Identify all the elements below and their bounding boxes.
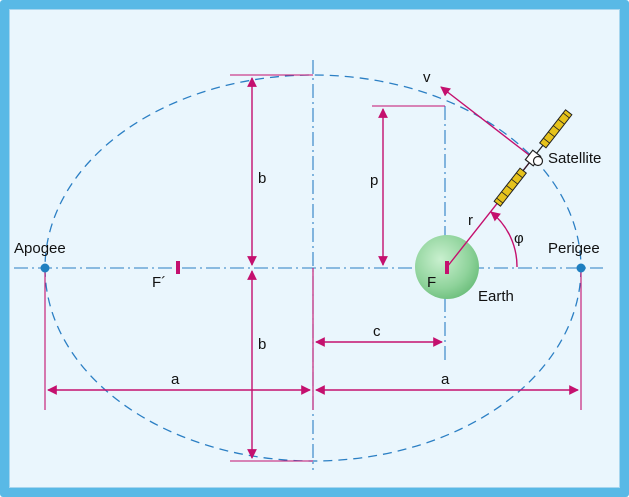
satellite-dish-icon	[532, 155, 544, 167]
apogee-point	[40, 263, 50, 273]
satellite-icon	[493, 109, 573, 207]
radius-label: r	[468, 212, 473, 229]
focus-right-label: F	[427, 274, 436, 291]
perigee-point	[576, 263, 586, 273]
focus-right-marker	[445, 261, 449, 274]
apogee-label: Apogee	[14, 240, 66, 257]
focus-left-marker	[176, 261, 180, 274]
velocity-vector	[440, 86, 534, 159]
semi-minor-top-label: b	[258, 170, 266, 187]
perigee-label: Perigee	[548, 240, 600, 257]
angle-label: φ	[514, 230, 524, 247]
semi-minor-bottom-label: b	[258, 336, 266, 353]
focal-distance-label: c	[373, 323, 381, 340]
focus-left-label: F´	[152, 274, 166, 291]
parameter-label: p	[370, 172, 378, 189]
figure-panel	[9, 9, 620, 488]
satellite-label: Satellite	[548, 150, 601, 167]
semi-major-left-label: a	[171, 371, 180, 388]
angle-arc	[490, 211, 518, 268]
velocity-label: v	[423, 69, 431, 86]
earth-label: Earth	[478, 288, 514, 305]
semi-major-right-label: a	[441, 371, 450, 388]
